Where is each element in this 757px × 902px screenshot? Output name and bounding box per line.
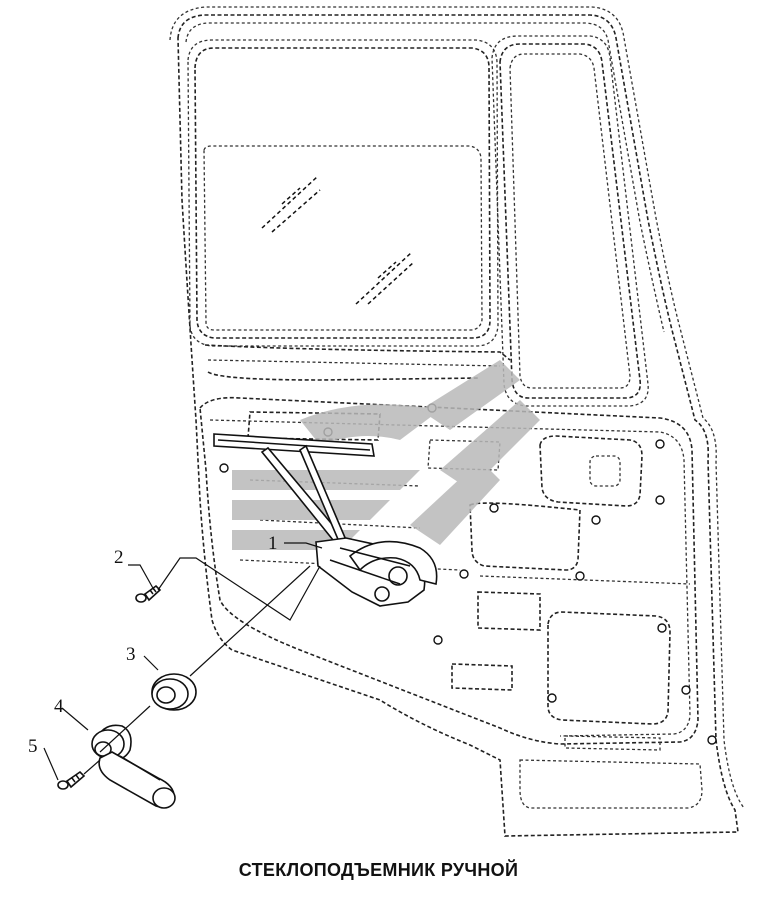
brand-logo-watermark (232, 360, 540, 550)
regulator-mechanism (213, 433, 438, 607)
callout-2: 2 (114, 547, 124, 568)
window-regulator-diagram: 1 2 3 4 5 (28, 6, 745, 837)
callout-4: 4 (54, 696, 64, 717)
callouts: 1 2 3 4 5 (28, 533, 278, 757)
diagram-title: СТЕКЛОПОДЪЕМНИК РУЧНОЙ (238, 860, 519, 880)
screw-part-5 (57, 770, 86, 790)
leader-lines (43, 542, 323, 781)
bushing-part-3 (151, 673, 197, 711)
callout-3: 3 (126, 644, 136, 665)
callout-5: 5 (28, 736, 38, 757)
screw-part-2 (135, 584, 162, 603)
callout-1: 1 (268, 533, 278, 554)
handle-part-4 (91, 724, 176, 809)
